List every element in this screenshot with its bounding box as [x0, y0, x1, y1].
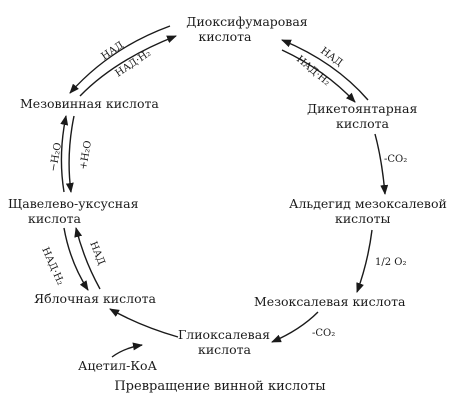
arrow-dioxyfumaric-to-diketosuccinic [281, 49, 356, 103]
node-glyoxylic-acid-line2: кислота [198, 342, 252, 357]
node-oxaloacetic-acid-line2: кислота [28, 211, 82, 226]
node-mesoxalic-aldehyde-line2: кислоты [335, 211, 391, 226]
label-minus-co2-right: -CO₂ [384, 154, 407, 165]
arrow-diketosuccinic-to-mesoxalic-aldehyde [374, 133, 389, 195]
label-plus-h2o: +H₂O [78, 140, 94, 171]
arrow-acetyl-coa-input [111, 342, 143, 358]
node-mesoxalic-aldehyde-line1: Альдегид мезоксалевой [289, 196, 447, 211]
node-mesoxalic-acid: Мезоксалевая кислота [254, 294, 406, 309]
arrow-diketosuccinic-to-dioxyfumaric [281, 39, 369, 101]
node-diketosuccinic-acid-line2: кислота [336, 116, 390, 131]
label-minus-co2-bottom: -CO₂ [312, 328, 335, 339]
label-nad-top-right: НАД [318, 46, 344, 69]
arrow-glyoxylic-to-malic [109, 308, 179, 338]
arrow-oxaloacetic-to-mesotartaric [60, 115, 69, 193]
node-diketosuccinic-acid-line1: Дикетоянтарная [307, 101, 418, 116]
arrow-mesotartaric-to-oxaloacetic [65, 115, 75, 193]
label-nad-top-left: НАД [100, 40, 126, 63]
node-mesotartaric-acid: Мезовинная кислота [20, 96, 159, 111]
label-half-o2: 1/2 O₂ [375, 257, 406, 268]
label-nad-lower-left: НАД [87, 240, 106, 267]
arrow-oxaloacetic-to-malic [63, 227, 89, 291]
arrow-mesoxalic-to-glyoxylic [271, 311, 319, 343]
node-oxaloacetic-acid-line1: Щавелево-уксусная [8, 196, 139, 211]
arrow-mesotartaric-to-dioxyfumaric [79, 35, 177, 97]
arrow-mesoxalic-aldehyde-to-mesoxalic [356, 229, 373, 293]
caption: Превращение винной кислоты [114, 379, 325, 394]
node-dioxyfumaric-acid-line1: Диоксифумаровая [186, 14, 307, 29]
node-acetyl-coa: Ацетил-КоА [78, 358, 158, 373]
arrow-malic-to-oxaloacetic [74, 227, 101, 290]
label-nadh2-lower-left: НАД·Н₂ [39, 246, 65, 287]
label-minus-h2o: −H₂O [48, 142, 64, 173]
arrow-dioxyfumaric-to-mesotartaric [69, 25, 171, 94]
node-glyoxylic-acid-line1: Глиоксалевая [178, 327, 270, 342]
node-dioxyfumaric-acid-line2: кислота [199, 29, 253, 44]
node-malic-acid: Яблочная кислота [34, 291, 157, 306]
